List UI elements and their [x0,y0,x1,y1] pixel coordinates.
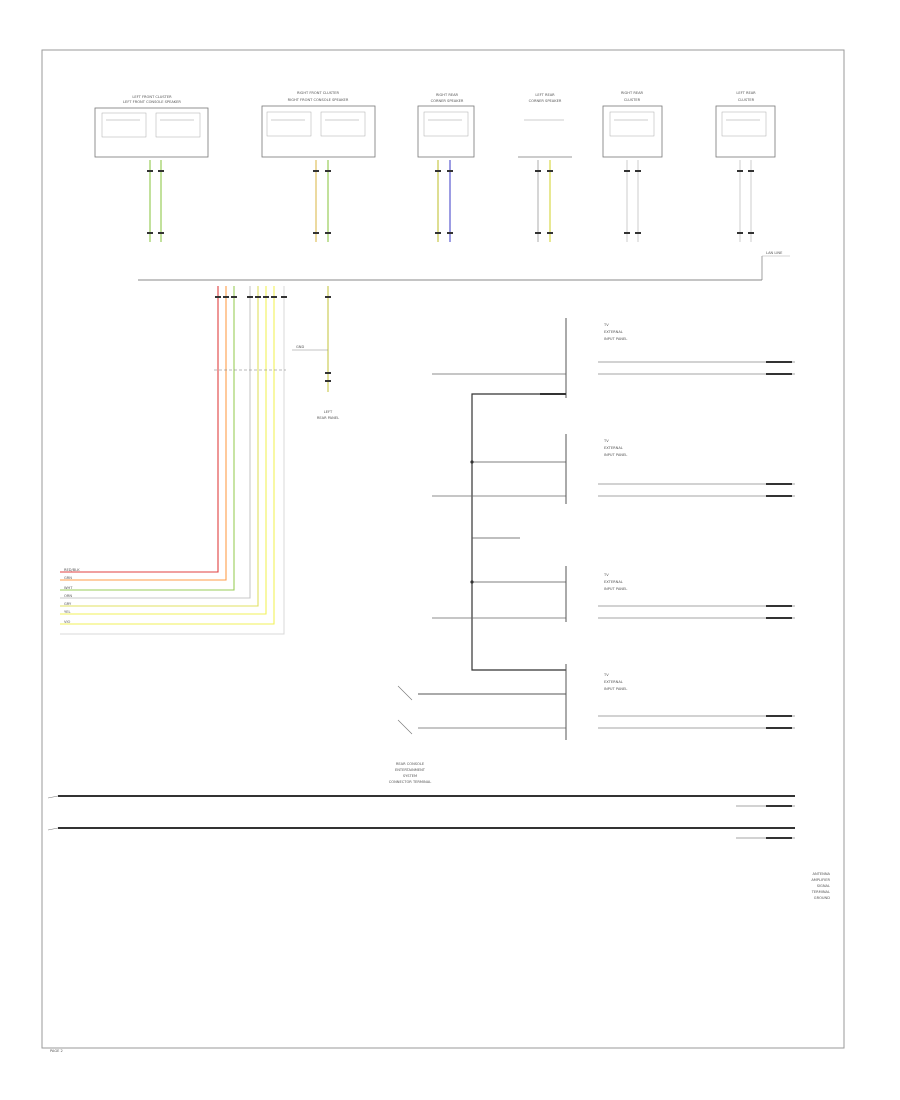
bottom-right-caption: ANTENNA AMPLIFIER SIGNAL TERMINAL GROUND [811,872,831,900]
speaker-left-rear-cluster: LEFT REAR CLUSTER [715,91,776,158]
speaker-title: CLUSTER [738,98,755,102]
speaker-right-rear-cluster: RIGHT REAR CLUSTER [602,91,663,158]
module-label: EXTERNAL [604,680,623,684]
speaker-title: LEFT REAR [736,91,756,95]
module-label: INPUT PANEL [604,337,627,341]
module-label: EXTERNAL [604,580,623,584]
speaker-title: LEFT FRONT CONSOLE SPEAKER [123,100,181,104]
lan-bus: LAN LINE [138,251,790,281]
speaker-title: CORNER SPEAKER [431,99,464,103]
signal-trunk [470,393,566,671]
ground-label: GND [296,345,304,349]
caption-line: AMPLIFIER [811,878,830,882]
module-block-1: TV EXTERNAL INPUT PANEL [432,318,795,398]
wire-row-label: RED/BLK [64,568,80,572]
speaker-left-front-cluster: LEFT FRONT CLUSTER LEFT FRONT CONSOLE SP… [94,95,209,158]
speaker-title: LEFT FRONT CLUSTER [132,95,172,99]
caption-line: SIGNAL [817,884,830,888]
module-block-3: TV EXTERNAL INPUT PANEL [432,566,795,622]
ground-branch: GND LEFT REAR PANEL [292,286,339,420]
wire-row-label: YEL [64,610,70,614]
wire-row-label: GRN [64,576,72,580]
speaker-left-rear-corner: LEFT REAR CORNER SPEAKER [518,93,572,158]
speaker-right-front-cluster: RIGHT FRONT CLUSTER RIGHT FRONT CONSOLE … [261,91,376,158]
module-label: TV [603,323,609,327]
speaker-title: RIGHT REAR [436,93,459,97]
diagram-frame [41,49,845,1049]
bottom-signal-lines [47,795,795,839]
caption-line: ANTENNA [813,872,831,876]
caption-line: REAR CONSOLE [396,762,425,766]
wire-bundle: RED/BLK GRN WHT ORN GRY YEL VIO [60,286,287,635]
wire-row-label: GRY [64,602,72,606]
wire-row-label: ORN [64,594,72,598]
speaker-title: CLUSTER [624,98,641,102]
ground-caption: REAR PANEL [317,416,339,420]
caption-line: SYSTEM [403,774,417,778]
speaker-drop-wires [147,160,754,242]
module-label: TV [603,673,609,677]
module-label: EXTERNAL [604,330,623,334]
module-label: INPUT PANEL [604,687,627,691]
module-block-4: TV EXTERNAL INPUT PANEL [397,664,795,740]
module-block-2: TV EXTERNAL INPUT PANEL [432,434,795,504]
caption-line: TERMINAL [811,890,830,894]
speaker-title: LEFT REAR [535,93,555,97]
speaker-title: RIGHT REAR [621,91,644,95]
speaker-title: RIGHT FRONT CLUSTER [297,91,340,95]
rear-console-caption: REAR CONSOLE ENTERTAINMENT SYSTEM CONNEC… [389,762,431,784]
module-label: TV [603,573,609,577]
caption-line: GROUND [814,896,830,900]
module-label: EXTERNAL [604,446,623,450]
speaker-title: CORNER SPEAKER [529,99,562,103]
caption-line: ENTERTAINMENT [395,768,426,772]
page-footer: PAGE 2 [50,1049,63,1053]
caption-line: CONNECTOR TERMINAL [389,780,431,784]
speaker-title: RIGHT FRONT CONSOLE SPEAKER [288,98,349,102]
ground-caption: LEFT [324,410,333,414]
module-label: TV [603,439,609,443]
module-label: INPUT PANEL [604,587,627,591]
speaker-right-rear-corner: RIGHT REAR CORNER SPEAKER [417,93,475,158]
wire-row-label: WHT [64,586,73,590]
module-label: INPUT PANEL [604,453,627,457]
wire-row-label: VIO [64,620,71,624]
bus-label: LAN LINE [766,251,783,255]
